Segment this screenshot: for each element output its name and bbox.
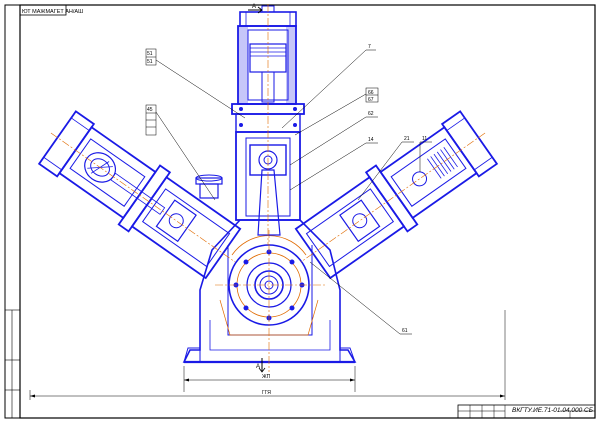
left-cylinder [37, 110, 242, 280]
right-cylinder [294, 110, 499, 280]
filler-cap [195, 174, 223, 199]
dim-inner-width: ЖП [262, 374, 271, 380]
callout-21: 21 [404, 136, 410, 142]
callout-45: 45 [147, 107, 153, 113]
dim-overall-width: ГГЯ [262, 390, 271, 396]
section-label-bottom: А [256, 364, 260, 370]
inner-frame [19, 4, 596, 419]
stamp-box [19, 4, 67, 16]
section-mark-top: А [248, 4, 263, 14]
title-block: ВКГТУ.ИЕ.71-01.04.000 СБ [457, 404, 596, 419]
callout-51-top: 51 [147, 51, 153, 57]
title-stamp: ЮТ МАЖМАГЕТ АН/АШ [22, 9, 83, 15]
callout-7: 7 [368, 44, 371, 50]
crankcase [182, 219, 357, 364]
callout-14: 14 [368, 137, 374, 143]
callout-11: 11 [422, 136, 427, 142]
callout-66: 66 [368, 90, 374, 96]
callout-51-bot: 51 [147, 59, 153, 65]
callouts: 51 51 45 7 66 67 62 14 21 11 [145, 44, 432, 335]
crankshaft-bearing [215, 230, 325, 372]
callout-61: 61 [402, 328, 408, 334]
section-label-top: А [252, 4, 256, 10]
vertical-cylinder [231, 4, 305, 245]
callout-62: 62 [368, 111, 374, 117]
dimensions: ЖП ГГЯ А [29, 310, 506, 400]
callout-67: 67 [368, 97, 374, 103]
doc-code: ВКГТУ.ИЕ.71-01.04.000 СБ [512, 407, 593, 414]
